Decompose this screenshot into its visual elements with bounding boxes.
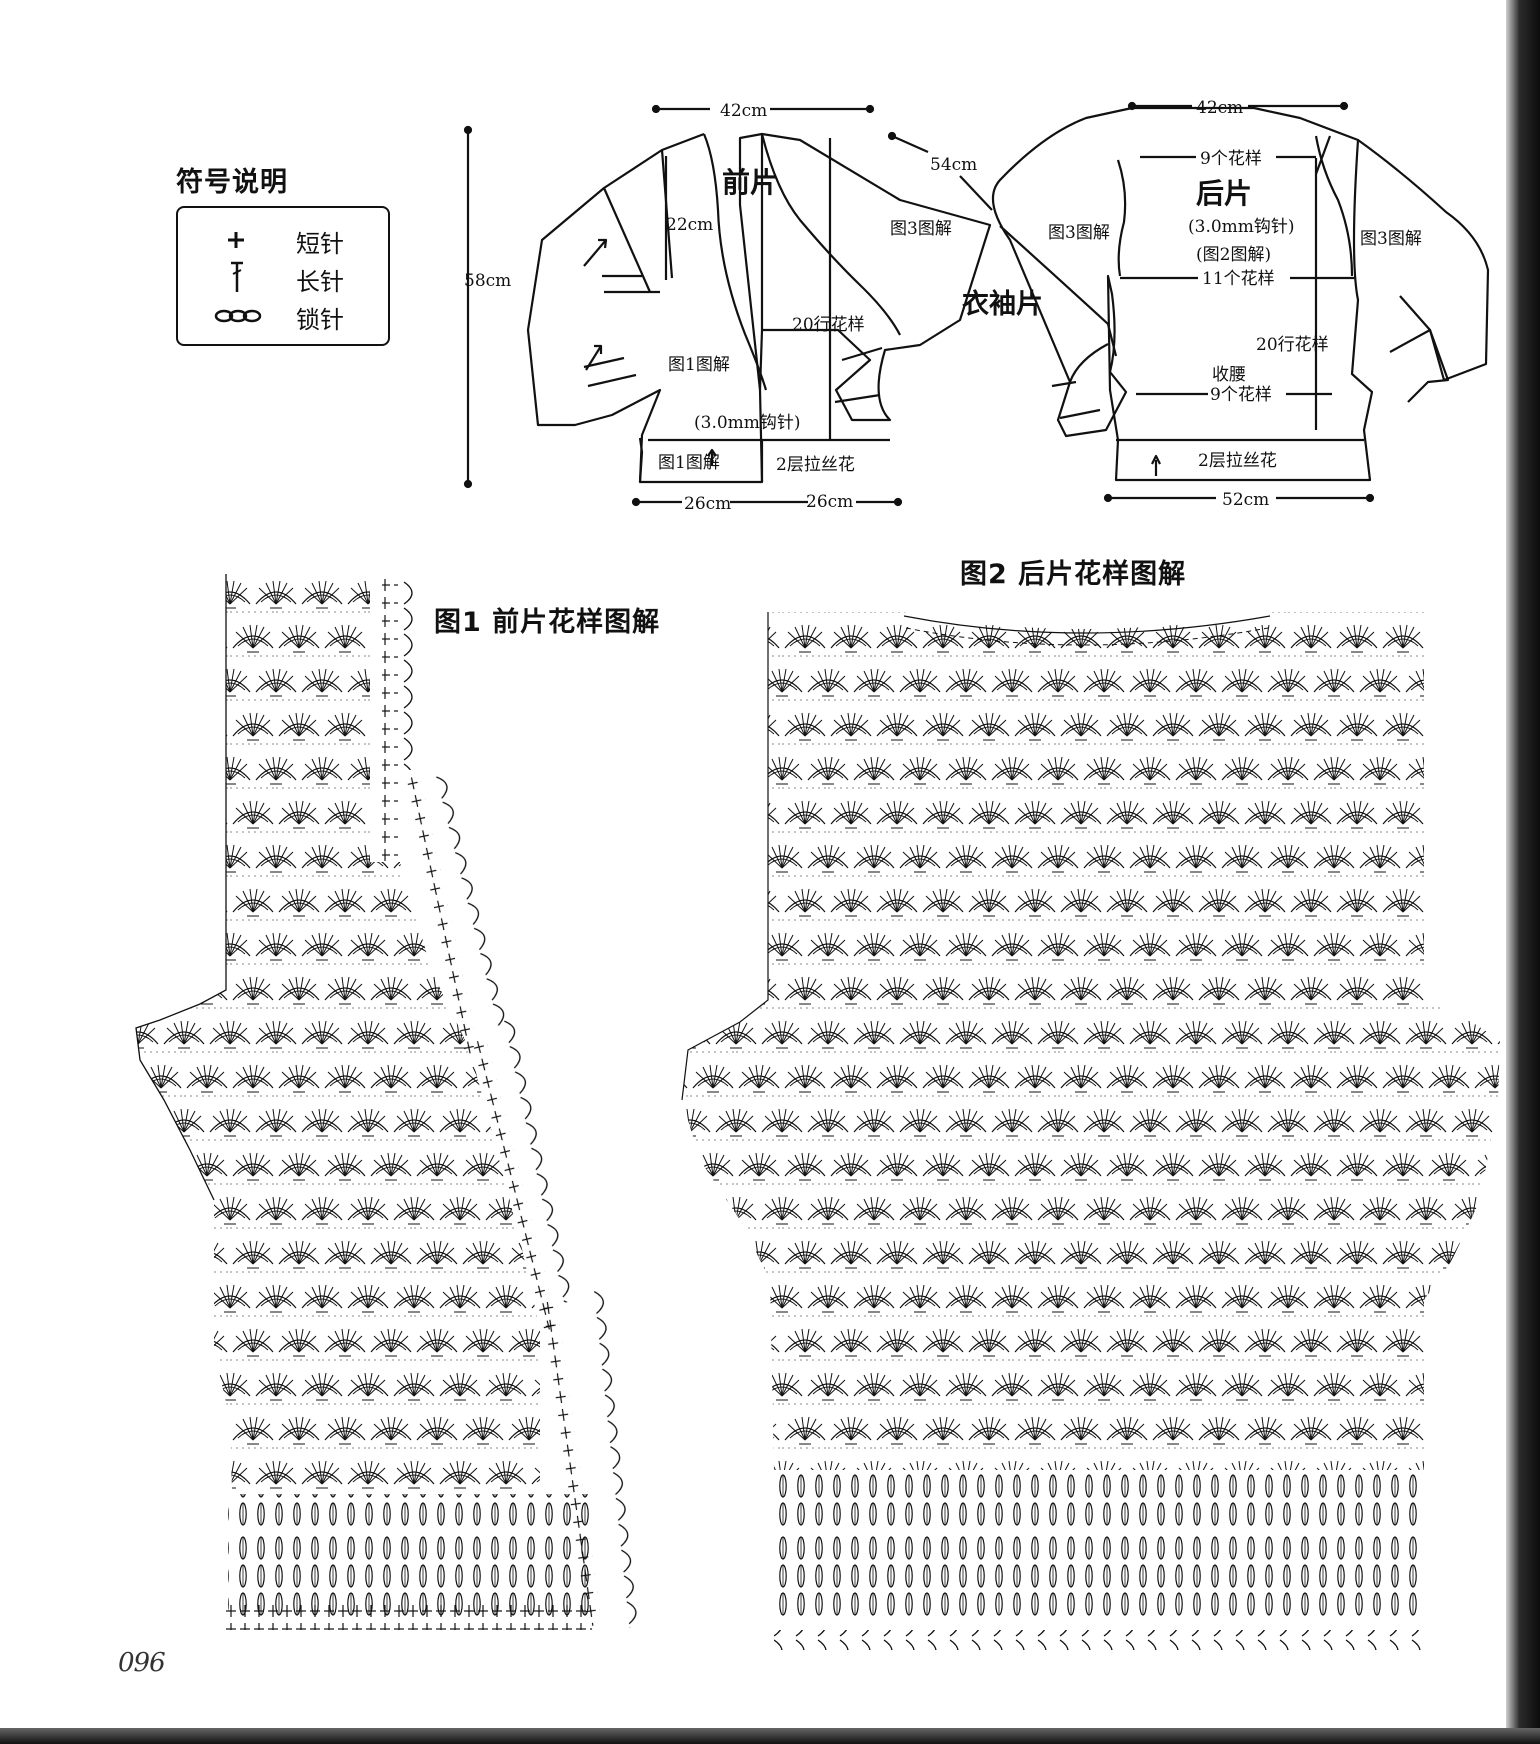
back-waist-label: 收腰 [1212,365,1246,385]
fig1-title: 图1 前片花样图解 [434,607,661,638]
front-bottom-left-label: 26cm [684,494,731,514]
page-number: 096 [118,1648,166,1678]
back-piece-label: 后片 [1196,177,1252,210]
chain-stitch-icon [214,309,262,323]
long-stitch-icon [231,261,243,292]
back-bottom-width-label: 52cm [1222,490,1269,510]
legend-label-short: 短针 [296,230,344,258]
fig2-title: 图2 后片花样图解 [960,559,1187,590]
front-ref-fig3-label: 图3图解 [890,219,952,239]
garment-schematic: 58cm 42cm 54cm 前片 22cm 图3图解 20行花样 图1图解 (… [463,98,1490,514]
sleeve-piece-label: 衣袖片 [962,288,1043,320]
front-ref-fig1-label: 图1图解 [668,355,730,375]
back-top-width-label: 42cm [1196,98,1243,118]
legend-row-chain: 锁针 [178,298,388,334]
back-ref-fig3-right-label: 图3图解 [1360,229,1422,249]
front-border-label: 2层拉丝花 [776,455,855,475]
legend-label-long: 长针 [296,268,344,296]
back-ref-fig2-label: (图2图解) [1196,245,1271,265]
fig1-shell-area [135,574,648,1630]
front-hook-label: (3.0mm钩针) [694,413,801,433]
front-top-width-label: 42cm [720,101,767,121]
front-bottom-ref-label: 图1图解 [658,453,720,473]
front-height-label: 58cm [464,271,511,291]
back-waist-patterns-label: 9个花样 [1210,385,1272,405]
back-ref-fig3-left-label: 图3图解 [1048,223,1110,243]
book-spine-shadow [1506,0,1540,1744]
legend-row-long: 长针 [178,260,388,296]
front-sleeve-length-label: 54cm [930,155,977,175]
back-top-patterns-label: 9个花样 [1200,149,1262,169]
short-stitch-icon [228,232,244,248]
legend-title: 符号说明 [176,167,288,198]
front-neck-depth-label: 22cm [666,215,713,235]
back-border-label: 2层拉丝花 [1198,451,1277,471]
bottom-scan-edge [0,1728,1540,1744]
front-rows-label: 20行花样 [792,315,865,335]
front-bottom-right-label: 26cm [806,492,853,512]
back-rows-label: 20行花样 [1256,335,1329,355]
back-piece-outline [991,106,1490,482]
back-mid-patterns-label: 11个花样 [1202,269,1275,289]
fig2-shell-area [681,612,1500,1650]
back-hook-label: (3.0mm钩针) [1188,217,1295,237]
legend-box: 短针 长针 锁针 [176,206,390,346]
legend-label-chain: 锁针 [296,306,344,334]
front-piece-label: 前片 [722,166,778,199]
legend-row-short: 短针 [178,222,388,258]
